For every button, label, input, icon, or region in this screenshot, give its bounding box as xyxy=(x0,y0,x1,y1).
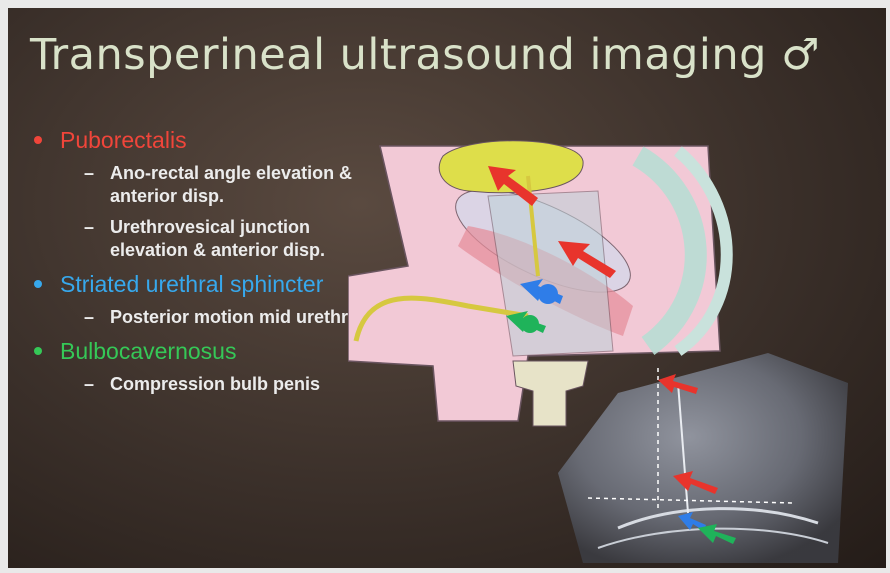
dash-icon: – xyxy=(84,162,94,185)
bullet-bulbocavernosus: Bulbocavernosus xyxy=(26,337,386,365)
dash-icon: – xyxy=(84,216,94,239)
subitem-text: Urethrovesical junction elevation & ante… xyxy=(110,217,325,260)
bullet-dot-icon xyxy=(34,280,42,288)
subitem: – Urethrovesical junction elevation & an… xyxy=(26,216,386,262)
bullet-striated-urethral-sphincter: Striated urethral sphincter xyxy=(26,270,386,298)
bullet-puborectalis: Puborectalis xyxy=(26,126,386,154)
bullet-list: Puborectalis – Ano-rectal angle elevatio… xyxy=(26,126,386,404)
bullet-label: Puborectalis xyxy=(60,127,187,153)
subitem-text: Ano-rectal angle elevation & anterior di… xyxy=(110,163,352,206)
title-text: Transperineal ultrasound imaging xyxy=(30,30,767,80)
subitem: – Posterior motion mid urethra xyxy=(26,306,386,329)
subitem-text: Compression bulb penis xyxy=(110,374,320,394)
dash-icon: – xyxy=(84,306,94,329)
slide: Transperineal ultrasound imaging ♂ Pubor… xyxy=(8,8,886,568)
subitem: – Compression bulb penis xyxy=(26,373,386,396)
bullet-label: Bulbocavernosus xyxy=(60,338,236,364)
ultrasound-scan-image xyxy=(558,353,868,563)
slide-title: Transperineal ultrasound imaging ♂ xyxy=(30,30,820,80)
bullet-dot-icon xyxy=(34,347,42,355)
dash-icon: – xyxy=(84,373,94,396)
subitem: – Ano-rectal angle elevation & anterior … xyxy=(26,162,386,208)
subitem-text: Posterior motion mid urethra xyxy=(110,307,358,327)
male-symbol-icon: ♂ xyxy=(781,30,820,80)
bullet-label: Striated urethral sphincter xyxy=(60,271,323,297)
bullet-dot-icon xyxy=(34,136,42,144)
